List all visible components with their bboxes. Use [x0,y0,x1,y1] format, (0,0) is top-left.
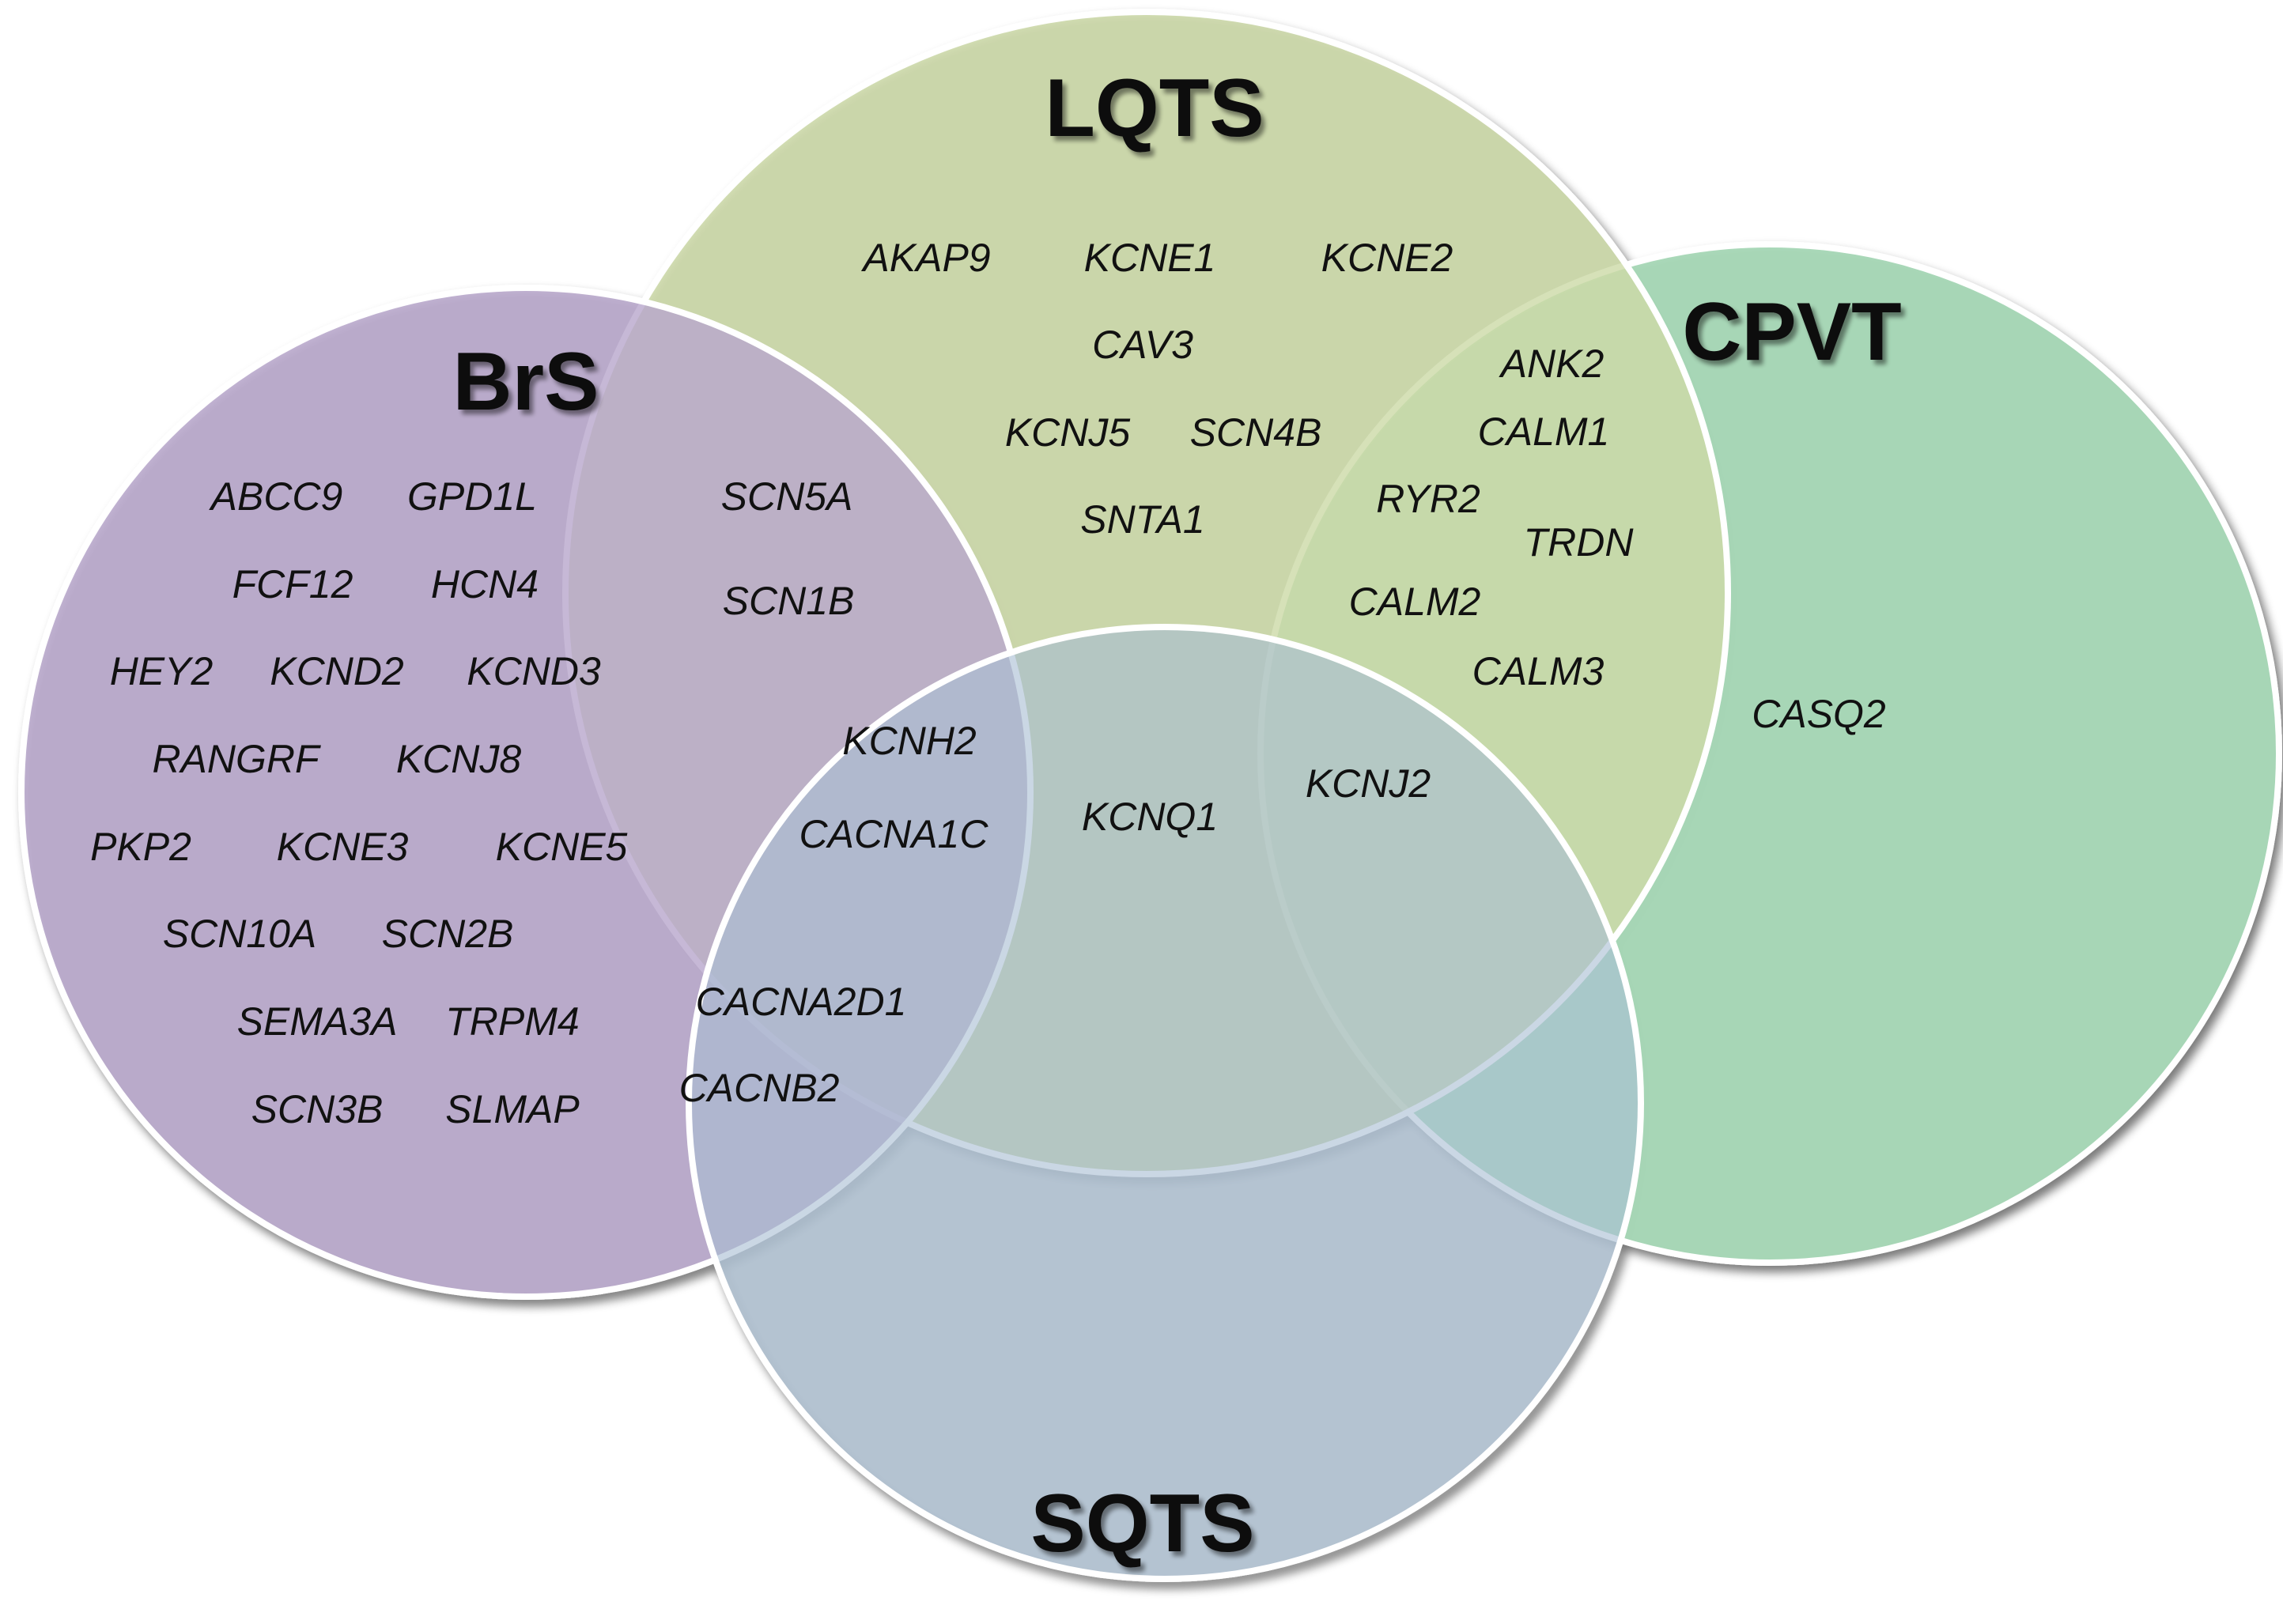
gene-kcnq1: KCNQ1 [1082,795,1218,839]
gene-kcnh2: KCNH2 [842,719,977,763]
gene-abcc9: ABCC9 [209,474,343,519]
gene-ryr2: RYR2 [1376,477,1480,521]
gene-kcne3: KCNE3 [277,825,409,869]
label-brs: BrS [453,336,599,428]
gene-hey2: HEY2 [110,649,214,693]
gene-cacnb2: CACNB2 [679,1066,840,1110]
label-lqts: LQTS [1045,62,1264,154]
gene-calm1: CALM1 [1478,410,1610,454]
gene-sema3a: SEMA3A [237,999,398,1044]
gene-cacna1c: CACNA1C [799,812,989,856]
gene-kcnd3: KCND3 [467,649,601,693]
label-sqts: SQTS [1030,1478,1254,1569]
label-cpvt: CPVT [1682,286,1901,378]
gene-scn2b: SCN2B [382,912,514,956]
gene-hcn4: HCN4 [431,562,539,606]
gene-scn10a: SCN10A [163,912,317,956]
gene-akap9: AKAP9 [860,236,990,280]
set-labels: BrS LQTS CPVT SQTS [453,62,1902,1569]
gene-kcne1: KCNE1 [1084,236,1216,280]
gene-cacna2d1: CACNA2D1 [696,980,907,1024]
gene-trdn: TRDN [1524,520,1635,565]
gene-kcnj8: KCNJ8 [396,737,522,781]
gene-casq2: CASQ2 [1752,692,1886,736]
gene-scn4b: SCN4B [1190,410,1322,455]
gene-fcf12: FCF12 [232,562,353,606]
gene-kcne2: KCNE2 [1321,236,1453,280]
circle-sqts [686,624,1644,1582]
gene-kcnj5: KCNJ5 [1005,410,1131,455]
gene-kcne5: KCNE5 [496,825,628,869]
gene-kcnd2: KCND2 [270,649,404,693]
gene-labels: ABCC9 GPD1L FCF12 HCN4 HEY2 KCND2 KCND3 … [90,236,1886,1131]
gene-ank2: ANK2 [1499,342,1605,386]
gene-calm2: CALM2 [1349,580,1481,624]
gene-trpm4: TRPM4 [445,999,579,1044]
gene-snta1: SNTA1 [1080,497,1204,542]
gene-cav3: CAV3 [1092,323,1193,367]
gene-gpd1l: GPD1L [407,474,537,519]
gene-scn3b: SCN3B [251,1087,384,1131]
gene-scn1b: SCN1B [723,579,855,623]
gene-slmap: SLMAP [445,1087,580,1131]
gene-scn5a: SCN5A [721,474,853,519]
gene-pkp2: PKP2 [90,825,191,869]
gene-kcnj2: KCNJ2 [1306,761,1431,806]
gene-calm3: CALM3 [1472,649,1605,693]
gene-rangrf: RANGRF [152,737,321,781]
circles-layer [18,9,2282,1582]
